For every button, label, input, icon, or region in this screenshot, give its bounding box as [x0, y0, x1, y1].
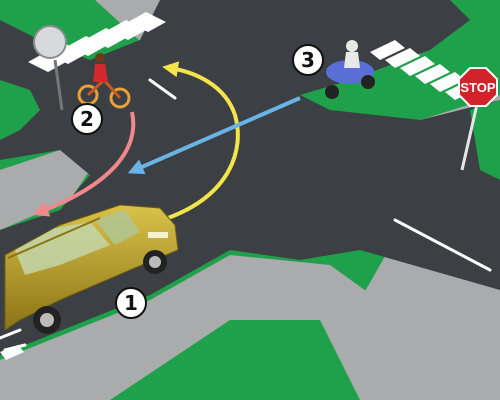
badge-1: 1	[115, 287, 147, 319]
stop-sign-icon: STOP	[458, 67, 498, 171]
badge-1-text: 1	[124, 291, 138, 315]
scooter-icon	[325, 40, 375, 99]
sidewalk-left	[0, 150, 90, 230]
grass-corner-left	[0, 80, 40, 140]
badge-3: 3	[292, 44, 324, 76]
badge-2: 2	[71, 103, 103, 135]
turn-left-arrow-icon	[162, 61, 240, 220]
round-sign-icon	[33, 25, 67, 111]
badge-3-text: 3	[301, 48, 315, 72]
grass-corner-bottom	[110, 320, 360, 400]
crosswalk-bottom-left	[0, 345, 24, 360]
bicycle-icon	[77, 53, 131, 109]
straight-arrow-icon	[127, 96, 301, 175]
crosswalk-top-left	[28, 12, 166, 72]
badge-2-text: 2	[80, 107, 94, 131]
stop-sign-text: STOP	[460, 80, 495, 95]
turn-right-arrow-icon	[32, 111, 136, 217]
car-icon	[4, 204, 179, 334]
grass-corner-right	[470, 100, 500, 180]
